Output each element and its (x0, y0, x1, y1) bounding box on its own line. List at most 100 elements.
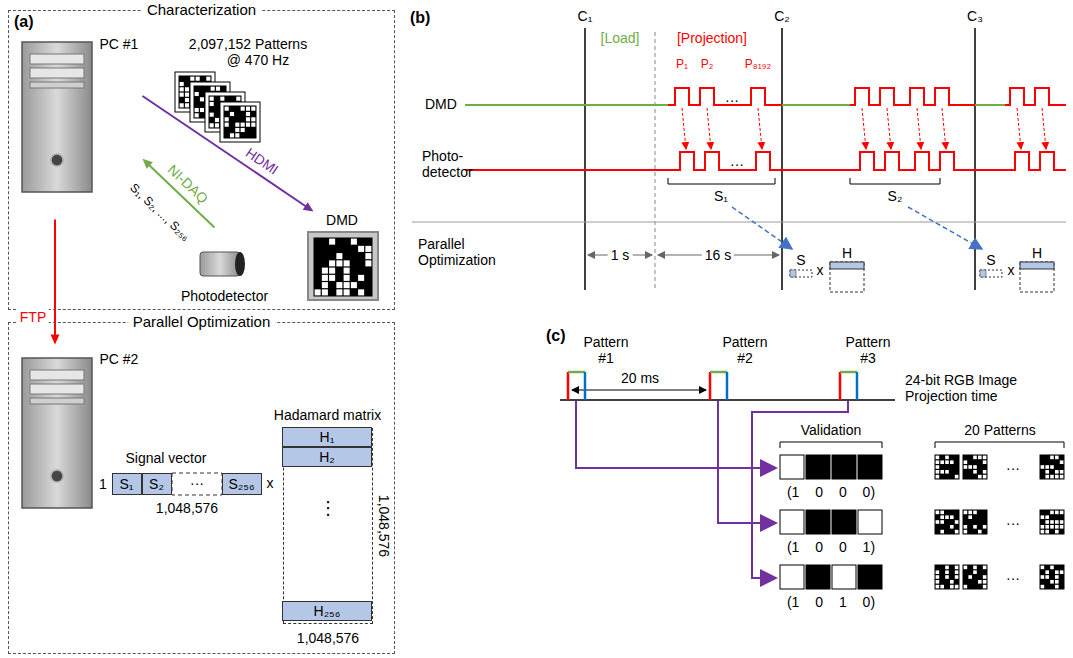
drawing-stroke (973, 566, 977, 570)
connector-line (143, 96, 307, 206)
node-text: Signal vector (126, 450, 207, 466)
drawing-stroke (978, 580, 982, 584)
label-text: ··· (1006, 570, 1020, 586)
response-arrow (887, 108, 891, 149)
drawing-stroke (1055, 580, 1059, 584)
signal-trace (1005, 88, 1066, 105)
drawing-stroke (210, 113, 214, 117)
pattern-icon (963, 510, 987, 534)
drawing-stroke (963, 455, 987, 479)
validation-square (858, 455, 882, 479)
drawing-stroke (945, 570, 949, 574)
drawing-stroke (211, 87, 215, 91)
node-text: PC #2 (100, 351, 139, 367)
drawing-stroke (983, 575, 987, 579)
drawing-stroke (983, 460, 987, 464)
label-text: C₃ (967, 8, 983, 24)
validation-square (832, 510, 856, 534)
drawing-stroke (963, 565, 987, 589)
drawing-stroke (1041, 530, 1045, 534)
drawing-stroke (983, 585, 987, 589)
drawing-stroke (195, 113, 199, 117)
response-arrow (1017, 108, 1021, 149)
label-text: H (1032, 245, 1042, 261)
drawing-stroke (945, 575, 949, 579)
label-text: 1 (99, 476, 107, 492)
drawing-stroke (940, 585, 944, 589)
label-text: (b) (410, 10, 430, 26)
drawing-stroke (185, 103, 189, 107)
drawing-stroke (351, 239, 357, 245)
label-text: P₂ (701, 56, 714, 72)
drawing-stroke (196, 77, 200, 81)
drawing-stroke (936, 456, 940, 460)
transfer-arrow (908, 207, 982, 249)
drawing-stroke (344, 268, 350, 274)
validation-square (858, 565, 882, 589)
drawing-stroke (950, 515, 954, 519)
arrowhead (51, 335, 60, 345)
pattern-icon (935, 455, 959, 479)
drawing-stroke (180, 93, 184, 97)
drawing-stroke (225, 123, 229, 127)
drawing-stroke (1055, 520, 1059, 524)
cycle-lines (585, 28, 975, 290)
response-arrow (917, 108, 921, 149)
separator (412, 222, 1066, 223)
node-text: H₁ (283, 428, 371, 446)
dmd-frame (308, 232, 378, 300)
photodetector: Photodetector (175, 228, 275, 306)
drawing-stroke (935, 510, 959, 534)
signal-trace (850, 88, 975, 105)
drawing-stroke (358, 289, 364, 295)
response-arrow (862, 108, 866, 149)
node-text: H₂₅₆ (283, 602, 371, 620)
label-text: [Projection] (677, 30, 747, 46)
drawing-stroke (1045, 575, 1049, 579)
drawing-stroke (230, 133, 234, 137)
drawing-stroke (983, 475, 987, 479)
drawing-stroke (195, 92, 199, 96)
drawing-stroke (251, 123, 255, 127)
label-text: 1 s (608, 247, 633, 263)
drawing-stroke (936, 475, 940, 479)
label-text: Photo- detector (422, 148, 484, 180)
label-text: H (842, 245, 852, 261)
drawing-stroke (336, 289, 342, 295)
drawing-stroke (1060, 470, 1064, 474)
vector-cell: S₂ (142, 473, 172, 495)
drawing-stroke (945, 566, 949, 570)
dmd: DMD (295, 212, 390, 307)
drawing-stroke (968, 465, 972, 469)
drawing-stroke (935, 455, 959, 479)
drawing-stroke (945, 460, 949, 464)
drawing-stroke (351, 282, 357, 288)
pattern-icon (963, 565, 987, 589)
photodetector-symbol (200, 252, 245, 276)
drawing-stroke (1055, 525, 1059, 529)
node-text: PC #1 (100, 36, 139, 52)
response-arrow (1042, 108, 1046, 149)
label-text: S (986, 252, 995, 268)
drawing-stroke (1060, 511, 1064, 515)
drawing-stroke (1055, 511, 1059, 515)
drawing-stroke (322, 275, 328, 281)
drawing-stroke (241, 128, 245, 132)
drawing-stroke (935, 565, 959, 589)
drawing-stroke (365, 260, 371, 266)
drawing-stroke (215, 123, 219, 127)
hadamard-matrix: Hadamard matrixH₁H₂H₂₅₆ (283, 428, 373, 624)
node-text: H₂ (283, 448, 371, 466)
label-text: (c) (546, 328, 566, 344)
validation-square (858, 510, 882, 534)
node-text: Hadamard matrix (274, 407, 381, 423)
node-text: Photodetector (175, 288, 275, 304)
drawing-stroke (336, 260, 342, 266)
drawing-stroke (955, 475, 959, 479)
validation-square (806, 565, 830, 589)
drawing-stroke (1060, 525, 1064, 529)
label-text: 1,048,576 (156, 500, 218, 516)
drawing-stroke (936, 585, 940, 589)
drawing-stroke (955, 570, 959, 574)
drawing-stroke (1045, 465, 1049, 469)
